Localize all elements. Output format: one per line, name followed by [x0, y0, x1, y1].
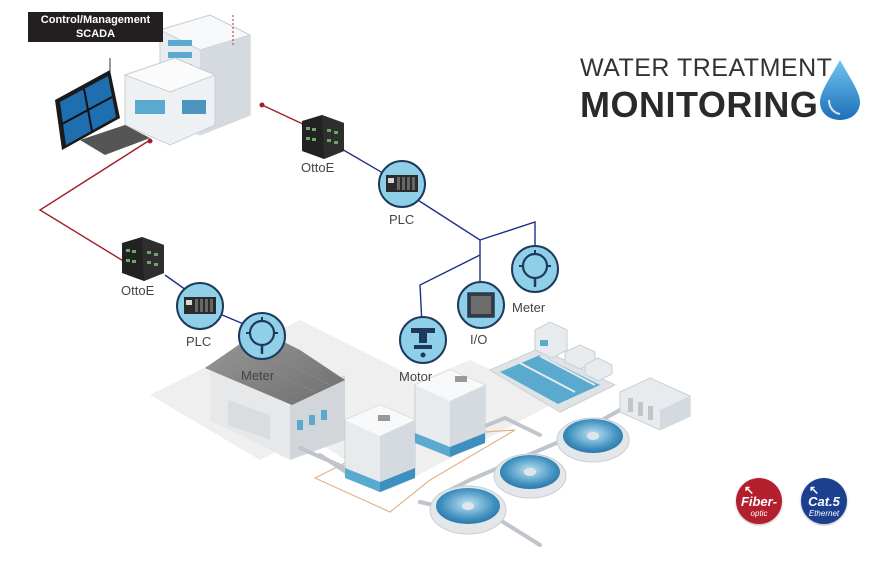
switch-icon — [302, 115, 344, 159]
water-drop-icon — [820, 60, 860, 120]
plc-left-label: PLC — [186, 334, 211, 349]
fiber-legend-line1: Fiber- — [740, 494, 778, 509]
water-basin-icon — [488, 347, 617, 413]
arrow-icon: ↖ — [744, 483, 755, 497]
fiber-optic-links — [38, 104, 306, 263]
cat5-legend-line2: Ethernet — [808, 509, 840, 518]
motor-label: Motor — [399, 369, 433, 384]
processing-unit-icon — [414, 369, 486, 458]
fiber-node-dot — [259, 102, 265, 108]
fiber-legend-line2: optic — [750, 509, 768, 518]
ottoe-left-label: OttoE — [121, 283, 155, 298]
scada-building — [123, 14, 252, 146]
scada-monitor-icon — [55, 58, 150, 155]
scada-label: Control/Management SCADA — [28, 12, 163, 42]
processing-unit-icon — [344, 404, 416, 493]
clarifier-tank-icon — [493, 453, 567, 499]
plc-top-label: PLC — [389, 212, 414, 227]
building-icon — [205, 330, 345, 460]
clarifier-tank-icon — [429, 485, 507, 535]
plc-icon — [378, 160, 426, 208]
page-title-line2: MONITORING — [580, 84, 819, 125]
ottoe-top-label: OttoE — [301, 160, 335, 175]
meter-left-label: Meter — [241, 368, 275, 383]
io-label: I/O — [470, 332, 487, 347]
meter-right-label: Meter — [512, 300, 546, 315]
meter-icon — [238, 312, 286, 360]
clarifier-tank-icon — [556, 417, 630, 463]
fiber-optic-legend-badge: ↖ Fiber- optic — [736, 478, 782, 524]
motor-icon — [399, 316, 447, 364]
switch-icon — [122, 237, 164, 281]
cat5-legend-line1: Cat.5 — [808, 494, 840, 509]
page-title-line1: WATER TREATMENT — [580, 54, 833, 82]
plc-icon — [176, 282, 224, 330]
fiber-node-dot — [147, 138, 153, 144]
small-building-icon — [534, 321, 613, 382]
scada-label-line2: SCADA — [75, 28, 116, 40]
meter-icon — [511, 245, 559, 293]
arrow-icon: ↖ — [809, 483, 820, 497]
filter-unit-icon — [619, 377, 691, 431]
io-panel-icon — [457, 281, 505, 329]
scada-label-line1: Control/Management — [40, 14, 151, 26]
cat5-ethernet-legend-badge: ↖ Cat.5 Ethernet — [801, 478, 847, 524]
